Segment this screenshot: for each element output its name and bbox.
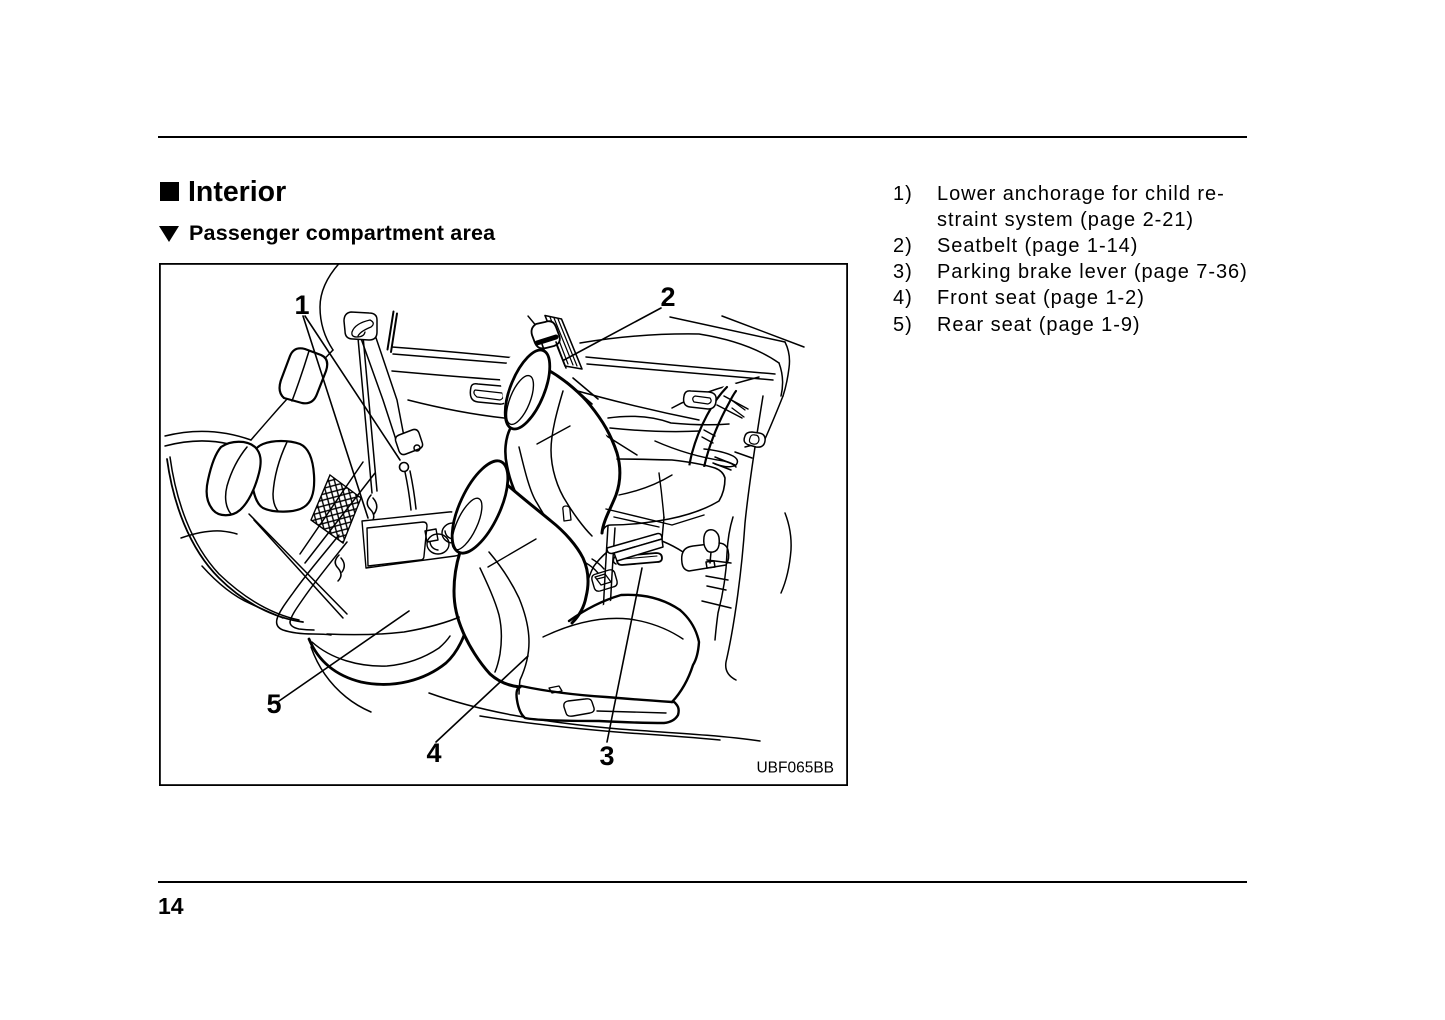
svg-text:1: 1	[294, 290, 309, 320]
svg-text:3: 3	[599, 741, 614, 771]
svg-text:4: 4	[426, 738, 441, 768]
svg-text:5: 5	[266, 689, 281, 719]
svg-text:UBF065BB: UBF065BB	[756, 760, 834, 777]
svg-text:2: 2	[660, 282, 675, 312]
